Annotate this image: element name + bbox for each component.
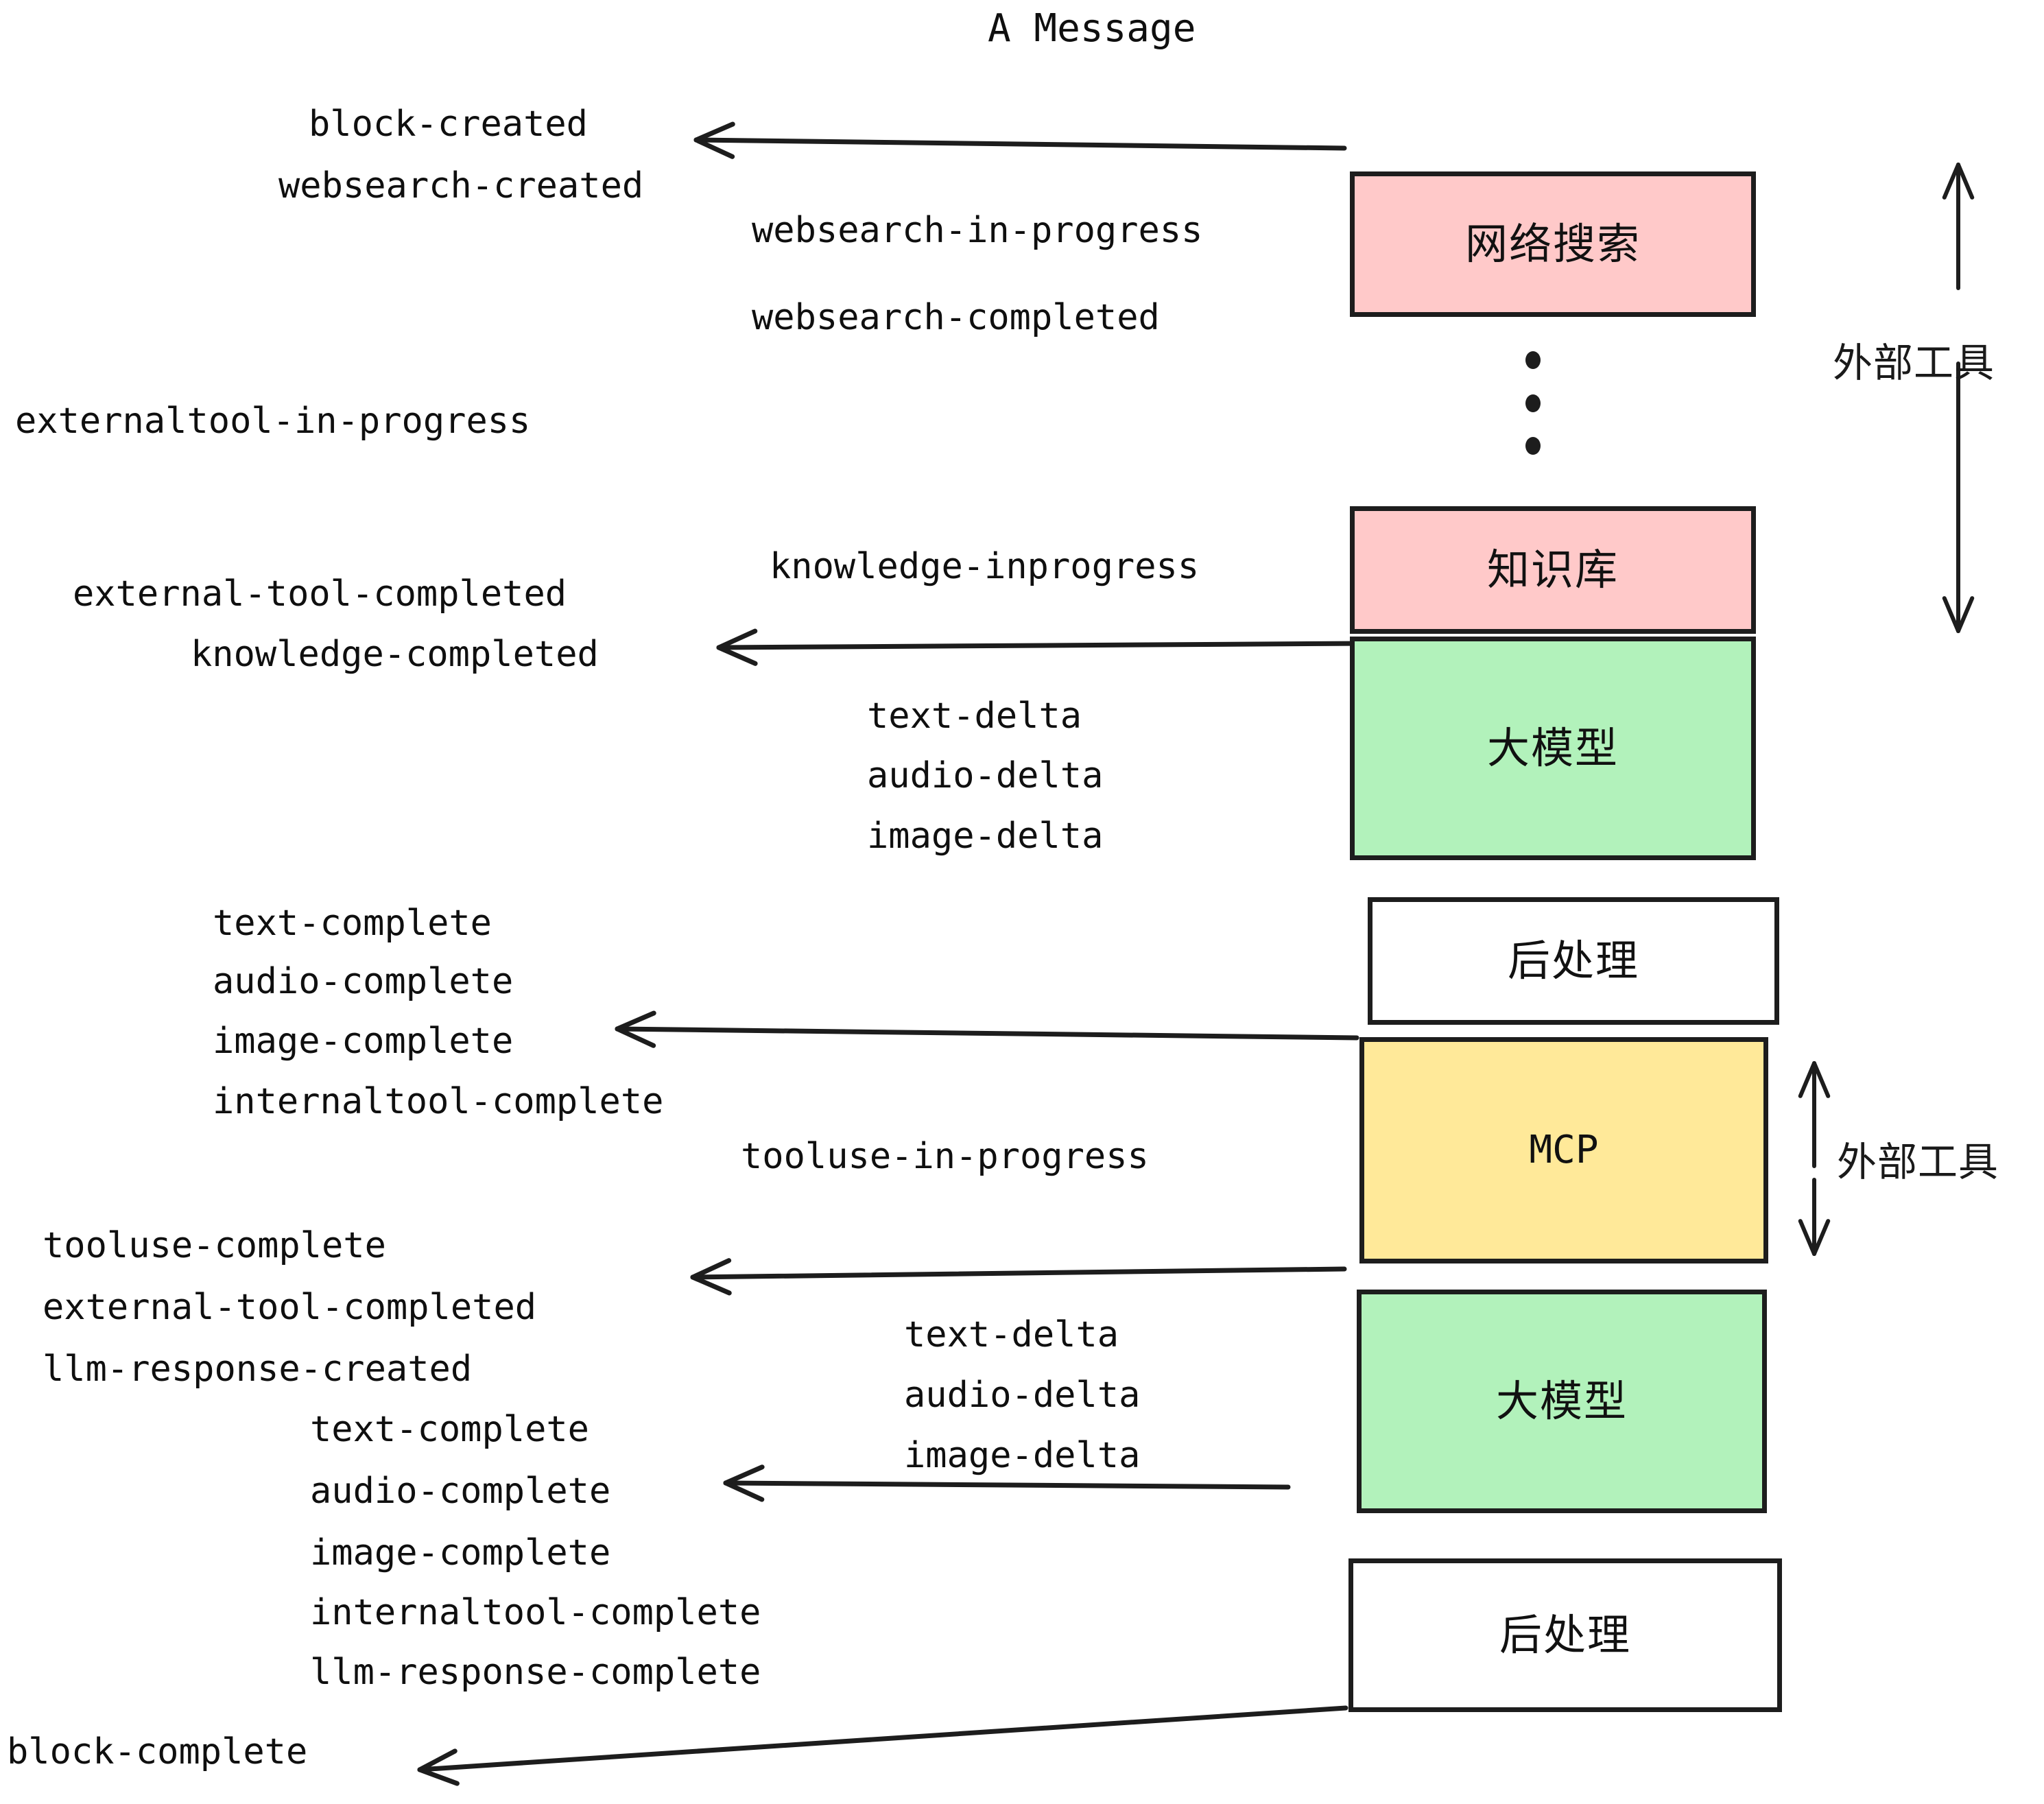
process-box-label: 大模型 bbox=[1486, 723, 1619, 773]
event-label-websearch-in-progress: websearch-in-progress bbox=[752, 210, 1203, 251]
event-label-externaltool-in-progress: externaltool-in-progress bbox=[15, 401, 531, 442]
arrow-knowledge-completed bbox=[716, 628, 1368, 666]
event-label-block-created: block-created bbox=[309, 104, 588, 145]
ellipsis-dot-3 bbox=[1525, 437, 1541, 455]
event-label-websearch-created: websearch-created bbox=[278, 165, 644, 206]
process-box-llm-bottom[interactable]: 大模型 bbox=[1357, 1290, 1767, 1513]
scope-arrow-group bbox=[1798, 163, 1975, 1256]
side-note-external-tool-top: 外部工具 bbox=[1833, 340, 1995, 386]
process-box-mcp[interactable]: MCP bbox=[1359, 1037, 1768, 1263]
scope-external-top-up bbox=[1942, 163, 1975, 290]
event-label-image-delta-2: image-delta bbox=[904, 1435, 1141, 1476]
page-title: A Message bbox=[988, 6, 1196, 51]
process-box-postprocess-bottom[interactable]: 后处理 bbox=[1348, 1558, 1782, 1712]
event-label-internaltool-complete-1: internaltool-complete bbox=[213, 1081, 664, 1122]
event-label-llm-response-complete: llm-response-complete bbox=[310, 1652, 761, 1693]
scope-external-bottom-up bbox=[1798, 1061, 1831, 1168]
event-label-text-delta-2: text-delta bbox=[904, 1314, 1119, 1355]
event-label-external-tool-completed-2: external-tool-completed bbox=[43, 1287, 537, 1328]
process-box-label: 大模型 bbox=[1495, 1376, 1628, 1426]
event-label-audio-delta-2: audio-delta bbox=[904, 1375, 1141, 1416]
process-box-label: 后处理 bbox=[1507, 936, 1639, 986]
event-label-audio-complete-1: audio-complete bbox=[213, 961, 514, 1002]
event-label-tooluse-in-progress: tooluse-in-progress bbox=[741, 1136, 1149, 1177]
event-label-knowledge-completed: knowledge-completed bbox=[191, 634, 599, 675]
arrow-block-created bbox=[693, 121, 1347, 159]
process-box-llm-top[interactable]: 大模型 bbox=[1350, 637, 1756, 860]
event-label-text-complete-2: text-complete bbox=[310, 1409, 589, 1450]
process-box-websearch[interactable]: 网络搜索 bbox=[1350, 171, 1756, 317]
scope-external-bottom-down bbox=[1798, 1178, 1831, 1256]
arrow-block-complete bbox=[417, 1705, 1348, 1786]
process-box-label: MCP bbox=[1529, 1128, 1599, 1172]
event-label-text-delta-1: text-delta bbox=[867, 696, 1082, 737]
event-label-block-complete: block-complete bbox=[7, 1731, 308, 1772]
event-label-audio-complete-2: audio-complete bbox=[310, 1471, 611, 1512]
arrow-tooluse-complete bbox=[690, 1258, 1347, 1296]
side-note-external-tool-bottom: 外部工具 bbox=[1837, 1139, 1999, 1185]
event-label-text-complete-1: text-complete bbox=[213, 903, 492, 944]
event-label-image-complete-1: image-complete bbox=[213, 1021, 514, 1062]
arrow-image-complete bbox=[615, 1010, 1359, 1048]
event-label-llm-response-created: llm-response-created bbox=[43, 1349, 473, 1390]
process-box-label: 知识库 bbox=[1486, 545, 1619, 595]
ellipsis-dot-1 bbox=[1525, 351, 1541, 369]
process-box-label: 网络搜索 bbox=[1464, 219, 1641, 269]
event-label-websearch-completed: websearch-completed bbox=[752, 297, 1160, 338]
process-box-knowledge[interactable]: 知识库 bbox=[1350, 506, 1756, 634]
event-label-knowledge-inprogress: knowledge-inprogress bbox=[770, 546, 1200, 587]
event-label-image-delta-1: image-delta bbox=[867, 816, 1104, 857]
event-label-image-complete-2: image-complete bbox=[310, 1532, 611, 1574]
ellipsis-dot-2 bbox=[1525, 394, 1541, 412]
scope-external-top-down bbox=[1942, 361, 1975, 633]
event-label-internaltool-complete-2: internaltool-complete bbox=[310, 1592, 761, 1633]
event-label-audio-delta-1: audio-delta bbox=[867, 755, 1104, 796]
event-label-external-tool-completed-1: external-tool-completed bbox=[73, 573, 567, 615]
event-label-tooluse-complete: tooluse-complete bbox=[43, 1225, 386, 1266]
process-box-label: 后处理 bbox=[1499, 1610, 1631, 1660]
process-box-postprocess-top[interactable]: 后处理 bbox=[1368, 897, 1779, 1025]
